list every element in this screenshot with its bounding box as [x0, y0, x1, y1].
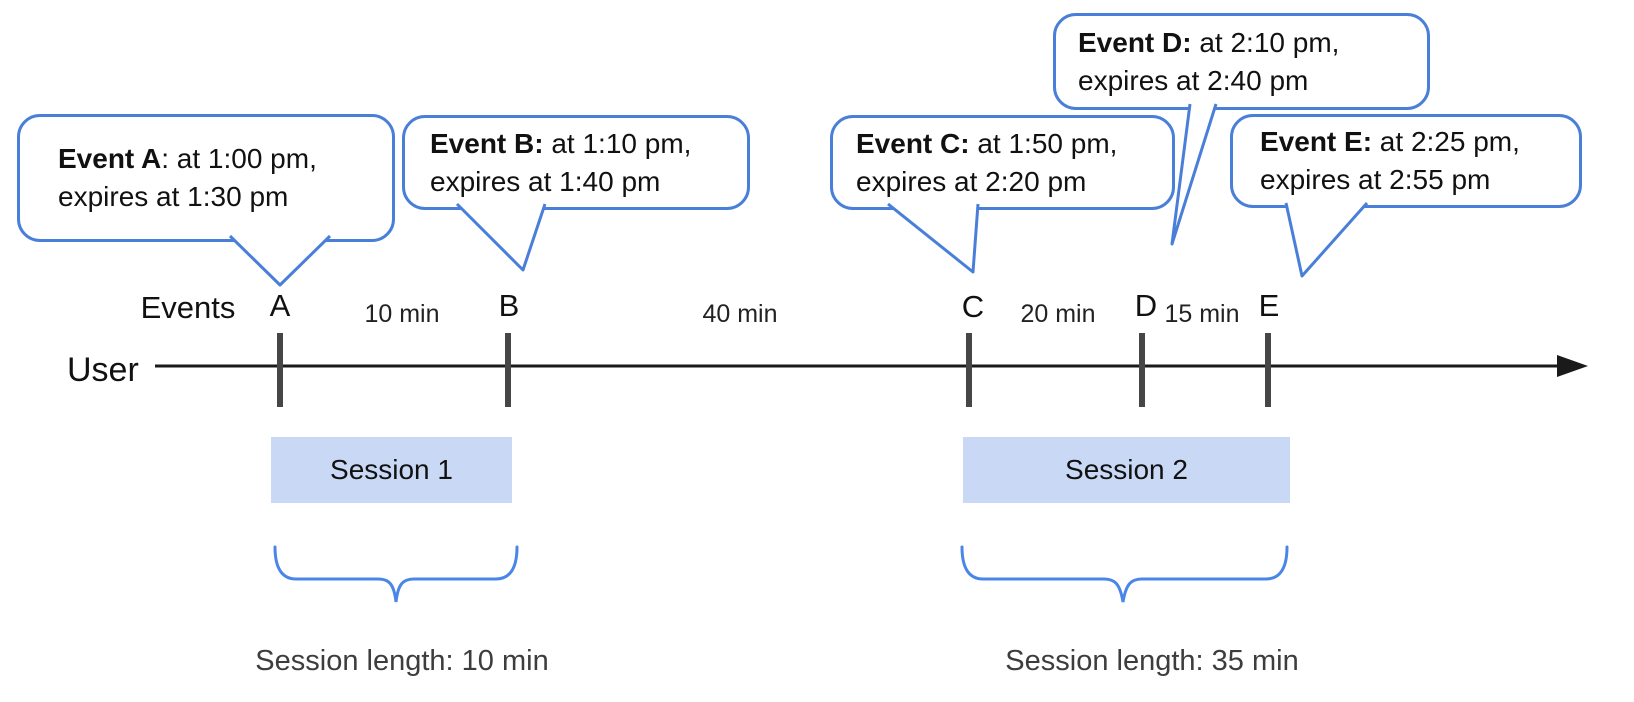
event-b-line2: expires at 1:40 pm	[430, 165, 661, 197]
event-b-tick-label: B	[498, 288, 520, 323]
gap-a-b-duration: 10 min	[364, 300, 440, 328]
event-d-line1: Event D: at 2:10 pm,	[1078, 26, 1340, 58]
event-a-tick-label: A	[269, 288, 291, 323]
event-e-tick-label: E	[1258, 288, 1280, 323]
event-a-line1: Event A: at 1:00 pm,	[58, 143, 317, 174]
event-e-line1: Event E: at 2:25 pm,	[1260, 126, 1520, 157]
event-b-callout: Event B: at 1:10 pm, expires at 1:40 pm	[402, 115, 750, 210]
event-e-callout: Event E: at 2:25 pm, expires at 2:55 pm	[1230, 114, 1582, 208]
gap-b-c-duration: 40 min	[702, 300, 778, 328]
event-e-callout-tail	[1284, 202, 1369, 278]
event-b-callout-tail	[455, 202, 547, 272]
event-b-line1: Event B: at 1:10 pm,	[430, 127, 692, 159]
session-1-label: Session 1	[330, 454, 453, 485]
gap-c-d-duration: 20 min	[1020, 300, 1096, 328]
event-d-callout: Event D: at 2:10 pm, expires at 2:40 pm	[1053, 13, 1430, 110]
session-2-box: Session 2	[963, 437, 1290, 503]
event-e-line2: expires at 2:55 pm	[1260, 164, 1491, 195]
event-d-tick-label: D	[1134, 288, 1158, 323]
event-a-line2: expires at 1:30 pm	[58, 181, 289, 212]
user-axis-label: User	[67, 351, 139, 389]
gap-d-e-duration: 15 min	[1164, 300, 1240, 328]
event-d-line2: expires at 2:40 pm	[1078, 64, 1309, 96]
timeline-arrowhead-icon	[1557, 355, 1588, 377]
session-1-box: Session 1	[271, 437, 512, 503]
events-axis-label: Events	[140, 290, 236, 325]
session-2-brace	[960, 545, 1289, 603]
session-1-length-caption: Session length: 10 min	[255, 645, 549, 677]
event-d-callout-tail	[1170, 103, 1218, 246]
session-2-label: Session 2	[1065, 454, 1188, 485]
event-c-line2: expires at 2:20 pm	[856, 165, 1087, 197]
event-c-callout-tail	[887, 202, 980, 274]
event-a-callout-tail	[228, 234, 332, 287]
event-c-tick-label: C	[961, 289, 985, 324]
event-c-callout: Event C: at 1:50 pm, expires at 2:20 pm	[830, 115, 1175, 210]
session-2-length-caption: Session length: 35 min	[1005, 645, 1299, 677]
session-1-brace	[273, 545, 519, 603]
event-a-callout: Event A: at 1:00 pm, expires at 1:30 pm	[17, 114, 395, 242]
event-c-line1: Event C: at 1:50 pm,	[856, 127, 1118, 159]
